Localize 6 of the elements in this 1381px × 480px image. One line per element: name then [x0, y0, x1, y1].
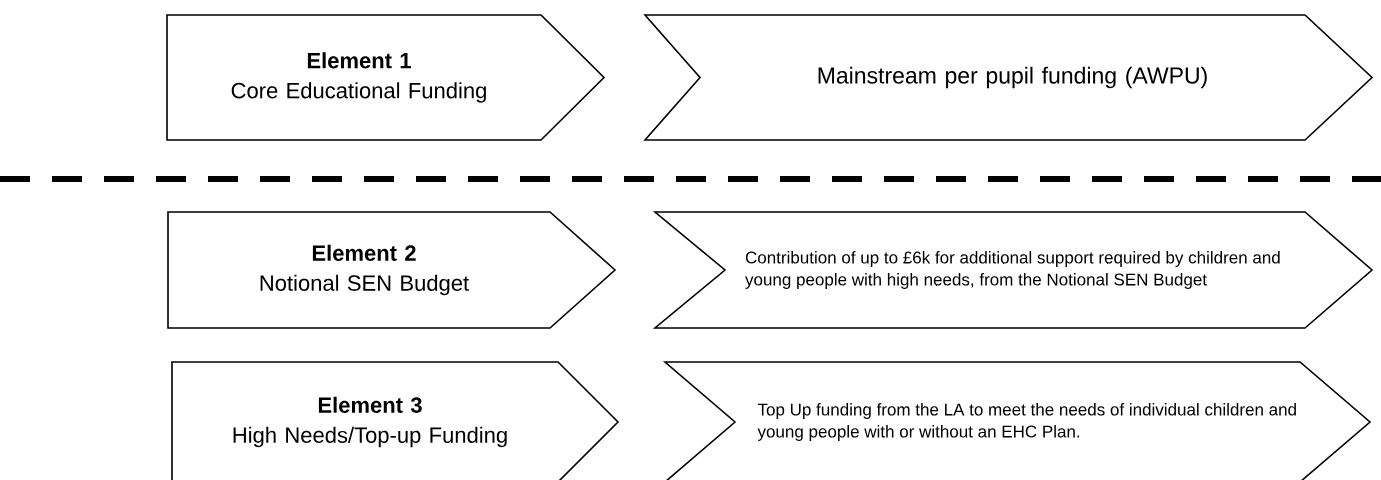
arrow-box: Element 1 Core Educational Funding	[166, 14, 606, 141]
chevron-box: Top Up funding from the LA to meet the needs of individual children and young people with or without an EHC Plan.	[662, 361, 1372, 480]
arrow-box: Element 3 High Needs/Top-up Funding	[171, 361, 620, 480]
chevron-box: Contribution of up to £6k for additional support required by children and young people with high needs, from the Notional SEN Budget	[652, 211, 1374, 329]
chevron-box: Mainstream per pupil funding (AWPU)	[643, 14, 1374, 141]
arrow-box: Element 2 Notional SEN Budget	[167, 211, 617, 329]
